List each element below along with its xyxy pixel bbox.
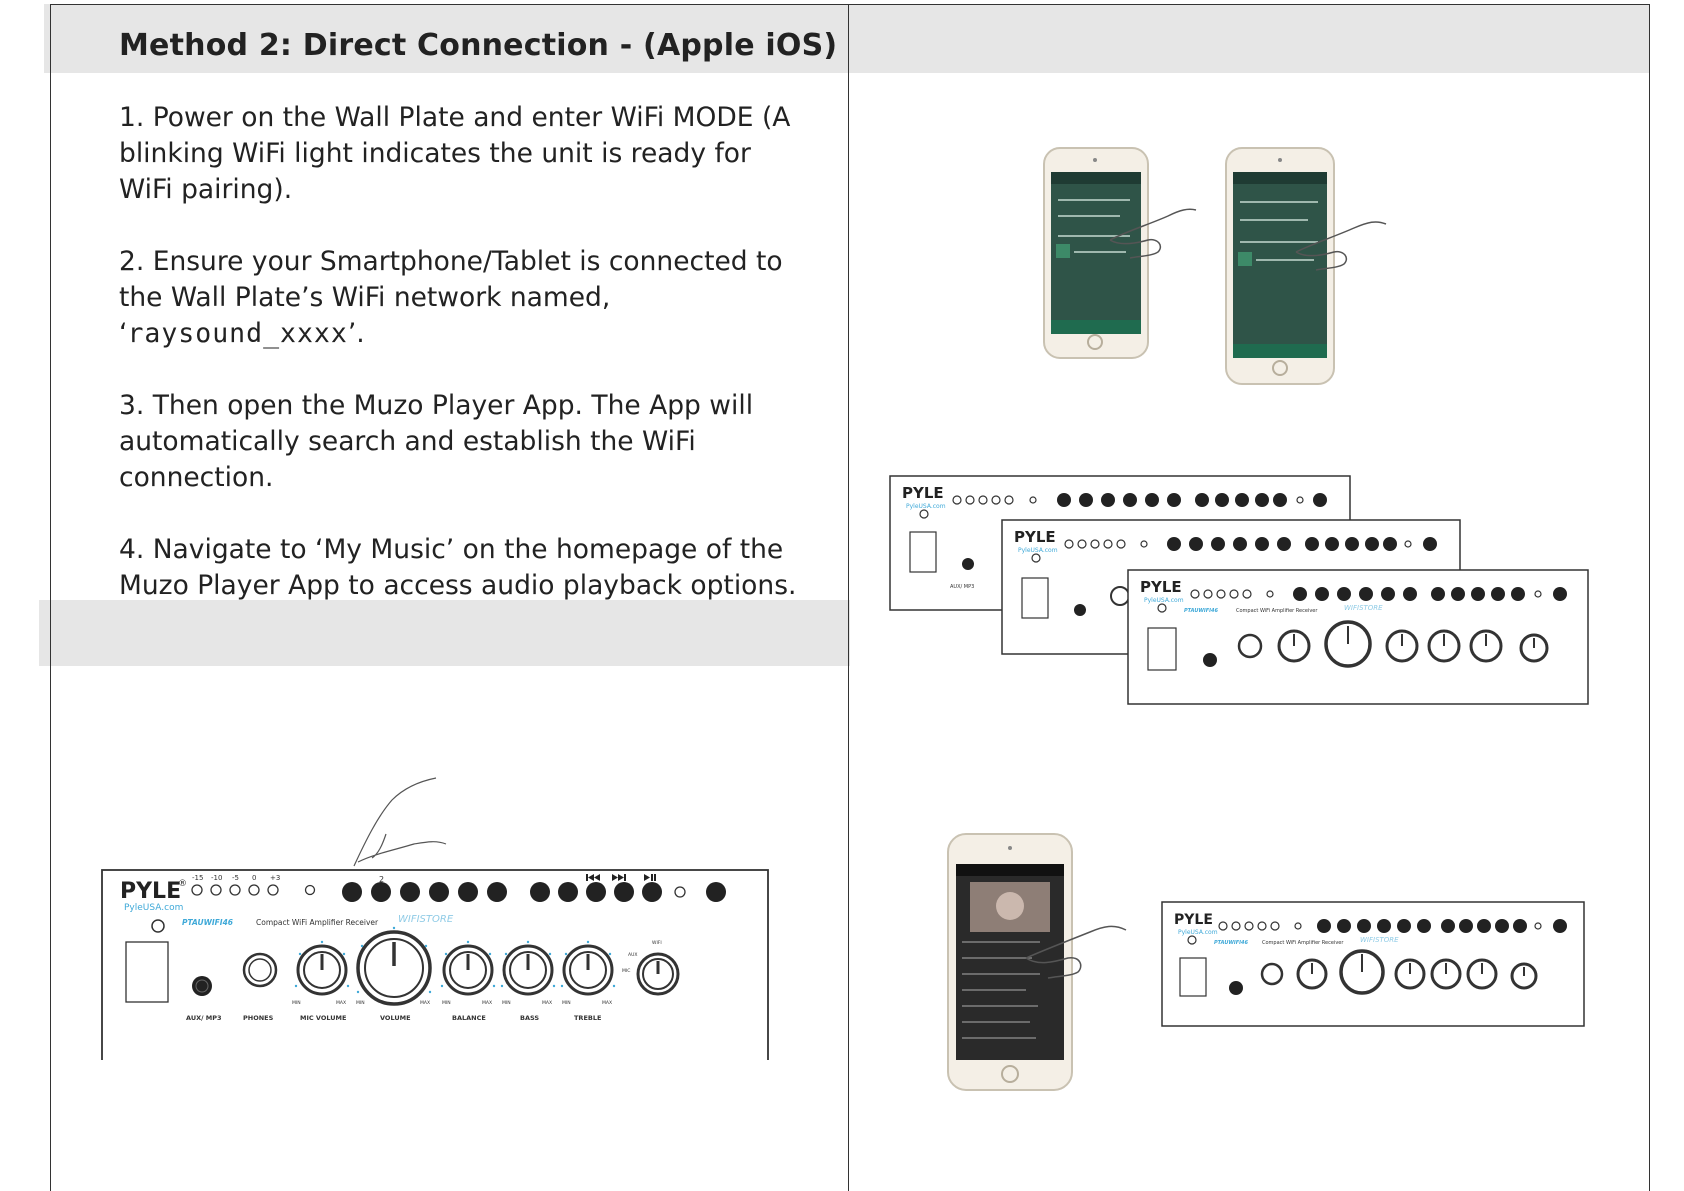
- step-1: 1. Power on the Wall Plate and enter WiF…: [119, 102, 791, 205]
- step-2: 2. Ensure your Smartphone/Tablet is conn…: [119, 246, 783, 349]
- treble-knob[interactable]: [562, 944, 614, 996]
- svg-text:PTAUWIFI46: PTAUWIFI46: [1214, 940, 1249, 946]
- volume-label: VOLUME: [380, 1014, 411, 1022]
- svg-text:MIN: MIN: [356, 1000, 365, 1006]
- svg-text:MIN: MIN: [442, 1000, 451, 1006]
- svg-text:WIFISTORE: WIFISTORE: [1344, 604, 1383, 612]
- svg-text:MIC: MIC: [622, 968, 630, 974]
- mic-volume-knob[interactable]: [296, 944, 348, 996]
- svg-text:AUX/ MP3: AUX/ MP3: [950, 584, 974, 590]
- amplifier-large[interactable]: PYLE ® PyleUSA.com -15 -10 -5 0 +3 2 PTA…: [101, 869, 769, 1060]
- hand-icon: [1295, 221, 1387, 271]
- power-led: [151, 919, 165, 933]
- svg-text:PyleUSA.com: PyleUSA.com: [1178, 929, 1218, 936]
- svg-text:MAX: MAX: [336, 1000, 346, 1006]
- stacked-amplifiers-figure: PYLE PyleUSA.com AUX/ MP3 PYLE PyleUSA.c…: [889, 475, 1589, 705]
- hand-icon: [353, 777, 447, 867]
- svg-text:-5: -5: [232, 874, 239, 882]
- svg-text:Compact WiFi Amplifier Receive: Compact WiFi Amplifier Receiver: [1262, 940, 1344, 946]
- svg-text:MAX: MAX: [482, 1000, 492, 1006]
- input-selector-knob[interactable]: [636, 952, 680, 996]
- brand-logo: PYLE: [120, 879, 181, 904]
- svg-text:MAX: MAX: [602, 1000, 612, 1006]
- bass-knob[interactable]: [502, 944, 554, 996]
- level-leds: [191, 884, 316, 896]
- svg-text:PyleUSA.com: PyleUSA.com: [1018, 547, 1058, 554]
- brand-logo: PYLE: [1014, 528, 1056, 546]
- phones-figure: [1043, 147, 1387, 385]
- middle-band: [39, 600, 850, 666]
- phone-and-amplifier-figure: PYLE PyleUSA.com PTAUWIFI46 Compact WiFi…: [947, 833, 1585, 1091]
- amplifier-small: PYLE PyleUSA.com PTAUWIFI46 Compact WiFi…: [1161, 901, 1585, 1027]
- svg-text:MAX: MAX: [420, 1000, 430, 1006]
- svg-text:MIN: MIN: [562, 1000, 571, 1006]
- step-4: 4. Navigate to ‘My Music’ on the homepag…: [119, 534, 797, 601]
- header-band: [44, 4, 1650, 73]
- function-buttons[interactable]: [342, 882, 726, 902]
- bass-label: BASS: [520, 1014, 539, 1022]
- phones-label: PHONES: [243, 1014, 274, 1022]
- aux-label: AUX/ MP3: [186, 1014, 222, 1022]
- play-pause-icon: [644, 874, 656, 881]
- frame-left: [50, 4, 51, 1191]
- svg-text:PyleUSA.com: PyleUSA.com: [1144, 597, 1184, 604]
- treble-label: TREBLE: [574, 1014, 601, 1022]
- svg-text:PTAUWIFI46: PTAUWIFI46: [1184, 608, 1219, 614]
- instruction-list: 1. Power on the Wall Plate and enter WiF…: [119, 100, 799, 640]
- frame-top: [50, 4, 1650, 5]
- amplifier-front: PYLE PyleUSA.com PTAUWIFI46 Compact WiFi…: [1127, 569, 1589, 705]
- svg-text:-10: -10: [211, 874, 222, 882]
- svg-text:MAX: MAX: [542, 1000, 552, 1006]
- frame-right: [1649, 4, 1650, 1191]
- aux-jack[interactable]: [192, 976, 212, 996]
- hand-icon: [1109, 208, 1197, 259]
- phone-1: [1043, 147, 1149, 359]
- brand-logo: PYLE: [1140, 578, 1182, 596]
- frame-middle: [848, 4, 849, 1191]
- model-name: PTAUWIFI46: [182, 918, 233, 927]
- page-title: Method 2: Direct Connection - (Apple iOS…: [119, 28, 838, 63]
- svg-text:AUX: AUX: [628, 952, 637, 958]
- svg-text:2: 2: [379, 875, 384, 884]
- svg-text:®: ®: [178, 879, 187, 889]
- hand-icon: [1025, 925, 1127, 979]
- balance-knob[interactable]: [442, 944, 494, 996]
- svg-text:MIN: MIN: [502, 1000, 511, 1006]
- usb-slot: [125, 941, 169, 1003]
- model-description: Compact WiFi Amplifier Receiver: [256, 918, 379, 927]
- svg-text:MIN: MIN: [292, 1000, 301, 1006]
- skip-forward-icon: [612, 874, 626, 881]
- brand-logo: PYLE: [902, 484, 944, 502]
- svg-text:-15: -15: [192, 874, 203, 882]
- svg-text:WIFISTORE: WIFISTORE: [1360, 936, 1399, 944]
- phone-3: [947, 833, 1073, 1091]
- skip-back-icon: [586, 874, 600, 881]
- brand-site: PyleUSA.com: [124, 903, 183, 913]
- brand-site: PyleUSA.com: [906, 503, 946, 510]
- brand-logo: PYLE: [1174, 912, 1213, 928]
- svg-text:+3: +3: [270, 874, 280, 882]
- balance-label: BALANCE: [452, 1014, 486, 1022]
- wifi-brand: WIFISTORE: [398, 914, 454, 925]
- amplifier-figure: PYLE ® PyleUSA.com -15 -10 -5 0 +3 2 PTA…: [101, 777, 769, 1060]
- volume-knob[interactable]: [356, 930, 432, 1006]
- phone-2: [1225, 147, 1335, 385]
- svg-text:WIFI: WIFI: [652, 940, 662, 946]
- network-name: raysound_xxxx: [127, 318, 348, 349]
- svg-text:0: 0: [252, 874, 256, 882]
- step-3: 3. Then open the Muzo Player App. The Ap…: [119, 390, 754, 493]
- phones-jack[interactable]: [242, 952, 278, 988]
- mic-volume-label: MIC VOLUME: [300, 1014, 346, 1022]
- svg-text:Compact WiFi Amplifier Receive: Compact WiFi Amplifier Receiver: [1236, 608, 1318, 614]
